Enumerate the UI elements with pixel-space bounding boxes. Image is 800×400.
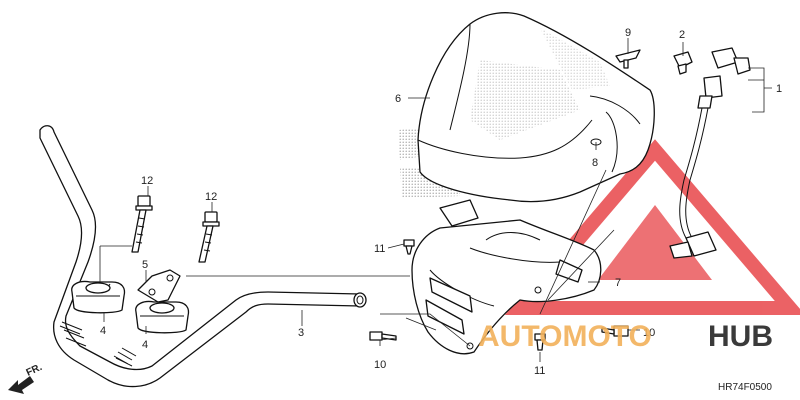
leader-lines bbox=[99, 38, 772, 362]
callout-3: 3 bbox=[298, 327, 304, 339]
callout-10-left: 10 bbox=[374, 359, 386, 371]
callout-1: 1 bbox=[776, 83, 782, 95]
callout-6: 6 bbox=[395, 93, 401, 105]
switch-assembly bbox=[669, 47, 751, 259]
callout-12-right: 12 bbox=[205, 191, 217, 203]
wire-clamp bbox=[137, 269, 181, 303]
direction-label: FR. bbox=[25, 362, 44, 379]
callout-2: 2 bbox=[679, 29, 685, 41]
watermark-brand-part1: AUTOMOTO bbox=[478, 320, 652, 353]
grommet-9 bbox=[615, 49, 641, 69]
fastener-10-right bbox=[601, 325, 629, 337]
fastener-11-left bbox=[403, 239, 415, 255]
callout-11-left: 11 bbox=[374, 243, 385, 255]
figure-code: HR74F0500 bbox=[718, 382, 772, 393]
callout-10-right: 10 bbox=[643, 327, 655, 339]
callout-4-right: 4 bbox=[142, 339, 148, 351]
watermark-triangle bbox=[504, 139, 800, 315]
lower-handle-cover bbox=[411, 199, 602, 355]
callout-11-right: 11 bbox=[534, 365, 545, 377]
upper-handle-cover bbox=[398, 12, 655, 203]
callout-9: 9 bbox=[625, 27, 631, 39]
lower-holder-right bbox=[135, 300, 190, 334]
fastener-11-right bbox=[534, 333, 546, 351]
lower-holder-left bbox=[71, 280, 126, 314]
watermark-logo: AUTOMOTO HUB bbox=[478, 320, 773, 353]
bolt-12-right bbox=[198, 211, 220, 263]
forward-arrow-icon: FR. bbox=[8, 362, 44, 394]
callout-7: 7 bbox=[615, 277, 621, 289]
callout-8: 8 bbox=[592, 157, 598, 169]
clip-2 bbox=[673, 51, 693, 75]
bolt-12-left bbox=[131, 195, 153, 253]
callout-12-left: 12 bbox=[141, 175, 153, 187]
callout-4-left: 4 bbox=[100, 325, 106, 337]
watermark-brand-part2: HUB bbox=[708, 320, 773, 353]
callout-5: 5 bbox=[142, 259, 148, 271]
handlebar bbox=[39, 125, 367, 388]
callouts: 1 2 3 4 4 5 6 7 8 9 10 10 11 11 12 12 bbox=[100, 27, 782, 377]
